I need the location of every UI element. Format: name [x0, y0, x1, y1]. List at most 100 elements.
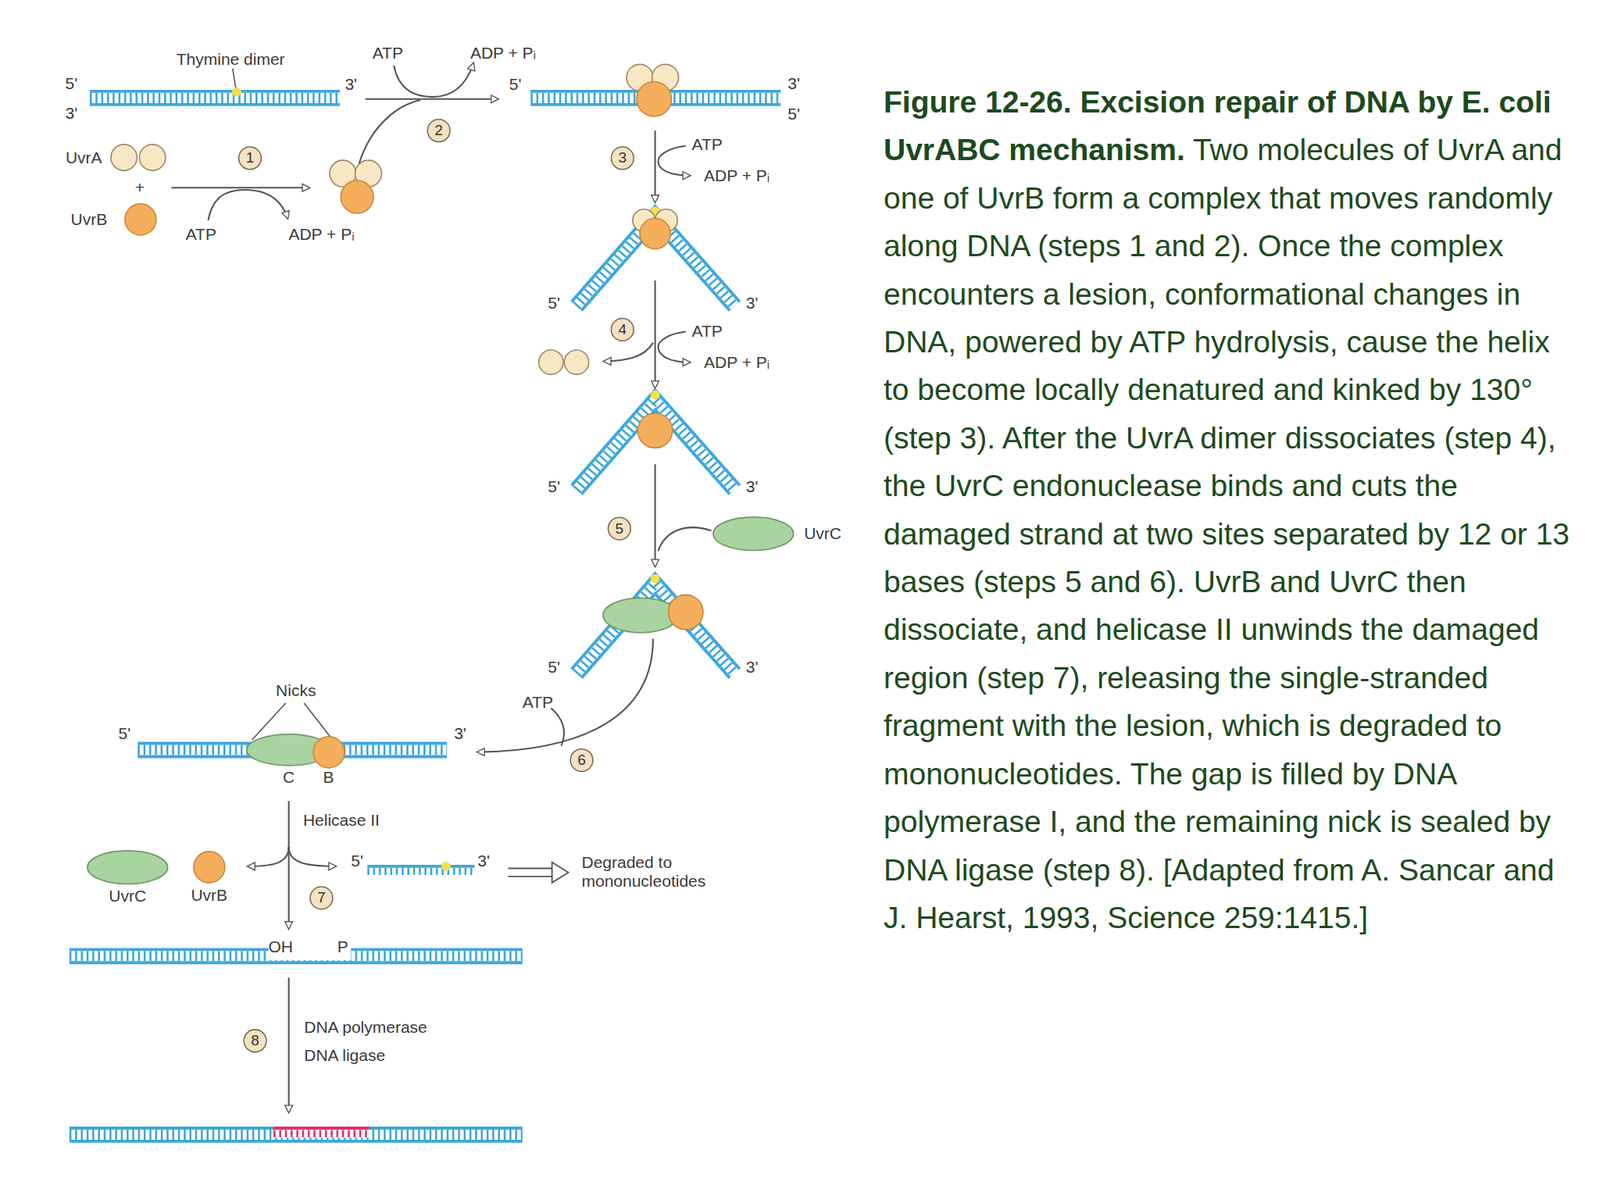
callout-number: 5 [615, 520, 625, 538]
step-arrow [653, 280, 656, 388]
text-label: + [135, 178, 145, 197]
protein-label: UvrB [190, 885, 228, 905]
step-arrow [171, 186, 309, 189]
step-arrow [477, 639, 654, 753]
lesion-dot [650, 574, 661, 584]
text-label: ATP [522, 692, 554, 712]
text-label: 5' [509, 75, 522, 94]
step-arrow [365, 98, 499, 100]
caption-block: Figure 12-26. Excision repair of DNA by … [883, 78, 1583, 942]
text-label: ATP [691, 135, 722, 154]
text-label: 5' [117, 724, 131, 743]
text-label: ADP + Pᵢ [288, 225, 354, 244]
atp-arrow [393, 63, 474, 97]
text-label: 5' [65, 74, 79, 93]
text-label: 3' [453, 724, 467, 743]
uvrab-complex [329, 160, 383, 214]
text-label: 5' [787, 104, 800, 124]
uvrab-complex [632, 209, 678, 250]
text-label: Nicks [275, 681, 316, 700]
kinked-dna [576, 583, 735, 674]
text-label: ADP + Pᵢ [703, 353, 770, 372]
uvra-dimer [539, 350, 590, 375]
callout-number: 3 [617, 150, 627, 168]
protein-label: UvrC [803, 524, 842, 543]
uvrab-complex [626, 64, 679, 117]
text-label: DNA polymerase [303, 1017, 428, 1037]
callout-number: 7 [317, 889, 326, 907]
text-label: 3' [746, 657, 759, 677]
merge-line [359, 100, 421, 164]
step-arrow [653, 464, 656, 567]
callout-circles [239, 119, 634, 1053]
text-label: Degraded to mononucleotides [581, 853, 761, 891]
text-label: 3' [344, 75, 358, 94]
text-label: OH [267, 937, 293, 957]
text-label: 3' [65, 103, 79, 123]
text-label: Helicase II [303, 810, 380, 830]
uvrc-protein [603, 597, 679, 633]
atp-arrow [207, 189, 288, 221]
gapped-dna [69, 946, 523, 961]
atp-line [550, 707, 565, 746]
text-label: ATP [372, 43, 404, 63]
figure-caption: Two molecules of UvrA and one of UvrB fo… [883, 132, 1570, 935]
text-label: Thymine dimer [176, 50, 286, 69]
text-label: 5' [350, 851, 364, 871]
protein-label: UvrB [70, 210, 108, 229]
text-label: 5' [547, 657, 561, 677]
release-arrow [603, 342, 654, 362]
protein-shape: UvrC [712, 516, 794, 551]
protein-label: C [282, 767, 295, 787]
lesion-dot [232, 87, 242, 97]
protein-shape: B [312, 735, 346, 769]
protein-label: B [323, 767, 335, 787]
protein-shape: UvrB [124, 203, 158, 236]
excised-fragment [367, 866, 475, 872]
atp-arrow [657, 146, 690, 176]
text-label: ADP + Pᵢ [470, 43, 536, 63]
callout-number: 2 [434, 121, 443, 140]
text-label: ATP [691, 321, 722, 341]
atp-arrow [657, 331, 690, 362]
text-label: 5' [547, 293, 561, 313]
callout-number: 8 [250, 1032, 260, 1050]
protein-label: UvrC [108, 886, 147, 906]
text-label: ATP [185, 225, 217, 244]
protein-outline [124, 203, 158, 236]
dna-helix [89, 97, 340, 99]
protein-outline [192, 850, 226, 884]
text-label: 3' [746, 293, 759, 313]
repaired-dna [69, 1125, 523, 1139]
hollow-arrow [507, 862, 568, 883]
text-label: P [337, 937, 349, 957]
text-label: 5' [547, 477, 561, 497]
lesion-dot [441, 861, 451, 872]
leader-line [232, 68, 236, 89]
protein-label: UvrA [65, 148, 103, 168]
text-label: DNA ligase [303, 1045, 386, 1065]
callout-number: 6 [577, 751, 586, 769]
lesion-dot [650, 390, 661, 400]
protein-outline [110, 143, 167, 172]
uvrb-protein [637, 413, 672, 448]
step-arrow [653, 130, 656, 202]
callout-number: 1 [246, 150, 255, 168]
protein-shape: UvrA [110, 143, 167, 172]
text-label: 3' [787, 74, 800, 93]
protein-outline [86, 850, 168, 885]
uvrb-protein [668, 594, 704, 629]
merge-line [657, 527, 711, 551]
step-arrow [288, 800, 290, 929]
text-label: ADP + Pᵢ [703, 166, 770, 186]
protein-outline [712, 516, 794, 551]
text-label: 3' [746, 477, 759, 497]
release-arrow [289, 846, 336, 867]
step-arrow [288, 977, 290, 1112]
protein-shape: UvrC [86, 850, 168, 885]
protein-shape: UvrB [192, 850, 226, 884]
protein-outline [312, 735, 346, 769]
